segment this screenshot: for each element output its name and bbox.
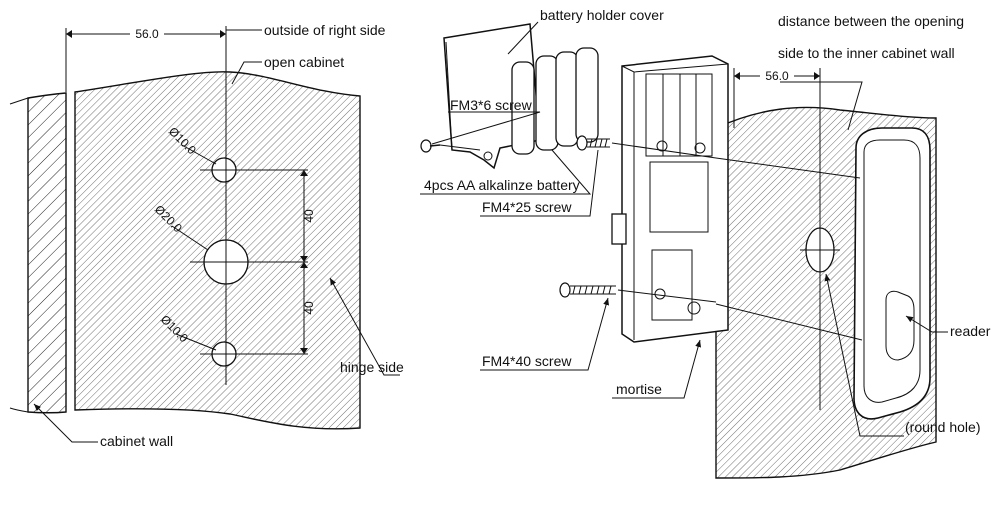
label-reader: reader <box>950 323 991 339</box>
dim-arrow <box>814 72 820 80</box>
cabinet-wall-section <box>27 92 67 414</box>
label-battery: 4pcs AA alkalinze battery <box>424 177 580 193</box>
dim-arrow <box>734 72 740 80</box>
label-distance-line1: distance between the opening <box>778 13 964 29</box>
label-fm4-40-screw: FM4*40 screw <box>482 353 572 369</box>
aa-batteries <box>511 47 599 155</box>
left-view: 40 40 Ø10.0 Ø20.0 Ø10.0 56.0 outside of … <box>9 22 404 449</box>
leader-cabinet-wall <box>33 403 98 443</box>
mortise-screw-boss <box>694 142 706 154</box>
dim-arrow <box>66 30 72 38</box>
mortise-top-edge <box>621 63 729 73</box>
label-cabinet-wall: cabinet wall <box>100 433 173 449</box>
leader-round-hole <box>824 273 904 437</box>
battery <box>555 51 579 147</box>
dim-width: 56.0 <box>135 27 159 41</box>
battery <box>575 47 599 143</box>
leader-hole-top <box>181 144 217 165</box>
label-outside-right-side: outside of right side <box>264 22 386 38</box>
battery <box>535 55 559 151</box>
dim-text-bg <box>130 26 164 40</box>
label-hinge-side: hinge side <box>340 359 404 375</box>
mortise-lower-area <box>651 249 693 321</box>
fm3-screw <box>420 139 481 153</box>
label-distance-line2: side to the inner cabinet wall <box>778 45 955 61</box>
leader-reader <box>905 315 948 333</box>
right-view: 56.0 battery holder cover distance betwe… <box>420 7 991 479</box>
dim-width-right-view: 56.0 <box>765 69 789 83</box>
cover-edge <box>445 41 453 151</box>
leader-fm4-40-screw <box>480 297 610 371</box>
fm4-40-screw <box>559 282 717 303</box>
leader-hinge-side <box>329 277 400 376</box>
leader-battery <box>420 149 592 195</box>
leader-distance <box>780 81 863 131</box>
leader-mortise <box>612 339 702 399</box>
mortise-screw-boss <box>654 288 666 300</box>
break-line-bottom <box>9 407 29 413</box>
leader-fm3-screw <box>431 111 541 145</box>
dim-spacing-upper: 40 <box>302 209 316 223</box>
label-mortise: mortise <box>616 381 662 397</box>
dim-text-bg <box>760 68 794 82</box>
break-line-top <box>9 97 29 105</box>
dim-arrow <box>300 348 308 354</box>
label-fm4-25-screw: FM4*25 screw <box>482 199 572 215</box>
alignment-line-lower <box>715 303 863 341</box>
mortise-screw-boss <box>656 140 668 152</box>
reader-front <box>863 139 921 403</box>
label-battery-holder-cover: battery holder cover <box>540 7 664 23</box>
mortise-screw-boss <box>687 301 701 315</box>
leader-hole-middle <box>171 225 209 251</box>
mortise-battery-bay <box>645 73 713 157</box>
leader-fm4-25-screw <box>480 149 599 217</box>
reader-window <box>885 290 915 361</box>
mortise-circuit-area <box>649 161 709 233</box>
battery <box>511 61 535 155</box>
mortise-latch <box>611 213 627 245</box>
dim-arrow <box>220 30 226 38</box>
dim-arrow <box>300 262 308 268</box>
label-fm3-screw: FM3*6 screw <box>450 97 533 113</box>
mortise-body <box>621 55 729 343</box>
leader-open-cabinet <box>231 61 262 85</box>
dim-arrow <box>300 170 308 176</box>
cover-screw-hole <box>483 151 493 161</box>
label-round-hole: (round hole) <box>905 419 981 435</box>
fm4-25-screw <box>576 135 717 159</box>
alignment-line-upper <box>715 157 861 179</box>
leader-hole-bottom <box>175 333 217 351</box>
label-open-cabinet: open cabinet <box>264 54 344 70</box>
dim-arrow <box>300 256 308 262</box>
dim-spacing-lower: 40 <box>302 301 316 315</box>
leader-battery-holder-cover <box>507 21 539 55</box>
